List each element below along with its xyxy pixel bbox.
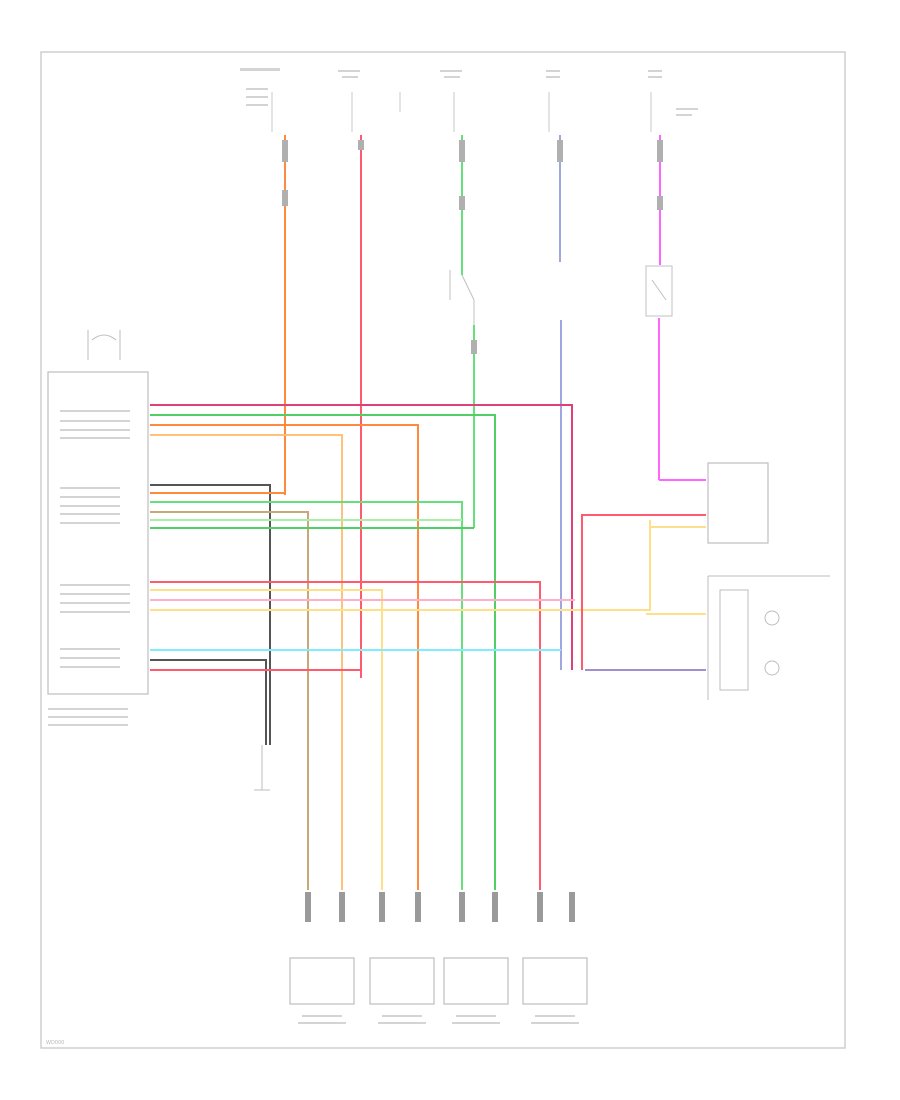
abs-control-module xyxy=(47,371,149,695)
sensor-right-rear xyxy=(522,957,588,1005)
sensor-left-front xyxy=(289,957,355,1005)
module-top-connector xyxy=(87,330,121,360)
transfer-case-module xyxy=(707,462,769,544)
connector-marks xyxy=(282,140,663,354)
sensor-left-rear xyxy=(443,957,509,1005)
brake-switch xyxy=(449,270,475,325)
fuse-blocks xyxy=(271,92,652,132)
harness-wires xyxy=(150,404,651,890)
module-pin-labels xyxy=(48,410,130,726)
speed-sensor-cluster xyxy=(707,575,830,700)
sensor-right-front xyxy=(369,957,435,1005)
ground-symbol xyxy=(254,745,270,791)
corner-tag: WD000 xyxy=(46,1040,64,1046)
sensor-labels xyxy=(298,1015,579,1024)
right-side-wires xyxy=(581,514,706,671)
diagram-frame xyxy=(40,51,846,1049)
transfer-switch xyxy=(645,265,673,317)
fuse-labels xyxy=(240,68,698,116)
wheel-sensor-connectors xyxy=(305,892,575,922)
wheel-sensors xyxy=(289,957,588,1005)
